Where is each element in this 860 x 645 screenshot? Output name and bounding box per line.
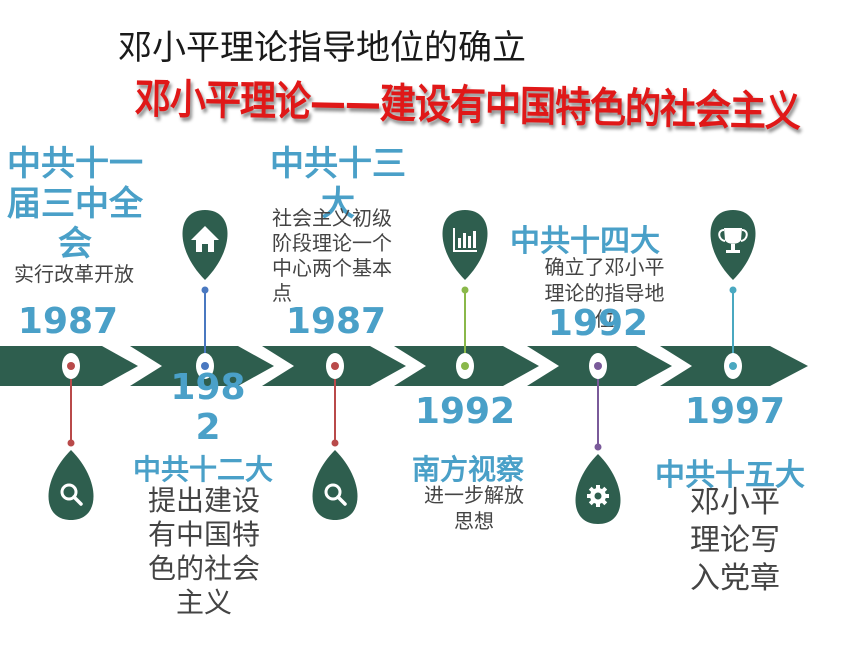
search-icon <box>60 483 83 506</box>
event-5-note: 确立了邓小平理论的指导地位 <box>544 255 665 331</box>
gear-icon <box>587 485 609 507</box>
event-3-congress: 中共十三大 <box>270 144 406 224</box>
event-4-year: 1992 <box>414 391 516 432</box>
event-1-note: 实行改革开放 <box>14 262 134 286</box>
event-2-congress: 中共十二大 <box>133 453 274 486</box>
event-5-congress: 中共十四大 <box>510 224 660 259</box>
event-6-note: 邓小平理论写入党章 <box>690 485 780 596</box>
event-6-year: 1997 <box>684 391 786 432</box>
event-6-congress: 中共十五大 <box>655 458 805 493</box>
bar-chart-icon <box>453 228 477 252</box>
trophy-icon <box>718 228 748 253</box>
marker-home <box>182 210 228 280</box>
marker-search-1 <box>48 450 94 520</box>
page-title: 邓小平理论指导地位的确立 <box>118 28 526 68</box>
marker-bar-chart <box>442 210 488 280</box>
event-4-note: 进一步解放思想 <box>424 483 524 533</box>
marker-search-2 <box>312 450 358 520</box>
event-2-year: 1982 <box>170 367 246 448</box>
marker-gear <box>575 454 621 524</box>
search-icon <box>324 483 347 506</box>
stem-dots <box>67 286 737 451</box>
timeline-stems <box>70 290 734 447</box>
event-5-year: 1992 <box>547 303 649 344</box>
timeline-arrows <box>0 346 808 386</box>
event-1-congress: 中共十一届三中全会 <box>7 144 143 264</box>
marker-trophy <box>710 210 756 280</box>
event-3-note: 社会主义初级阶段理论一个中心两个基本点 <box>272 206 392 305</box>
timeline-nodes <box>62 353 742 379</box>
home-icon <box>191 226 219 252</box>
event-4-congress: 南方视察 <box>412 453 525 486</box>
event-3-year: 1987 <box>285 301 387 342</box>
event-2-note: 提出建设有中国特色的社会主义 <box>147 484 260 619</box>
event-1-year: 1987 <box>17 301 119 342</box>
